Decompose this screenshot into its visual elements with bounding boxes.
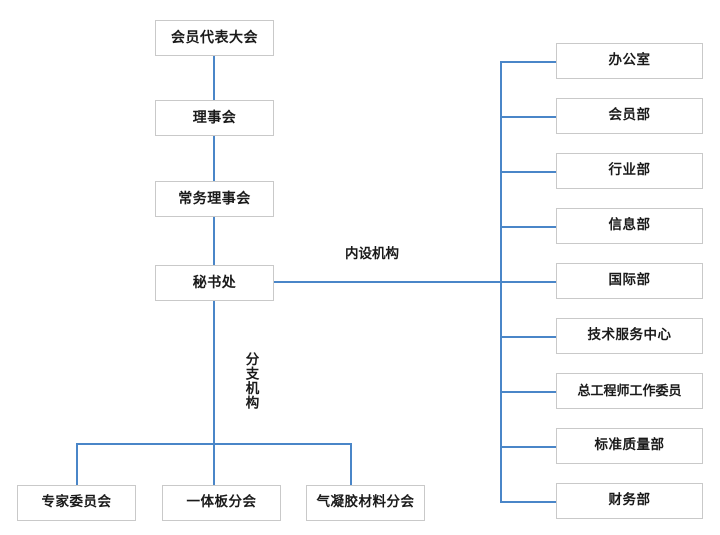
- connector-stub-finance: [500, 501, 556, 503]
- node-standing-council[interactable]: 常务理事会: [155, 181, 274, 217]
- connector-council-to-standing: [213, 136, 215, 182]
- connector-drop-expert-committee: [76, 443, 78, 485]
- node-membership[interactable]: 会员部: [556, 98, 703, 134]
- node-information-label: 信息部: [608, 217, 651, 234]
- connector-drop-aerogel-material-branch: [350, 443, 352, 485]
- node-standard-quality[interactable]: 标准质量部: [556, 428, 703, 464]
- branch-organizations-label: 分支机构: [242, 352, 259, 410]
- node-chief-engineer-committee[interactable]: 总工程师工作委员: [556, 373, 703, 409]
- connector-stub-tech-service-center: [500, 336, 556, 338]
- node-office[interactable]: 办公室: [556, 43, 703, 79]
- node-integrated-panel-branch-label: 一体板分会: [186, 494, 257, 511]
- node-expert-committee-label: 专家委员会: [41, 494, 112, 511]
- connector-stub-industry: [500, 171, 556, 173]
- node-secretariat-label: 秘书处: [192, 275, 237, 291]
- node-tech-service-center-label: 技术服务中心: [587, 327, 672, 344]
- node-tech-service-center[interactable]: 技术服务中心: [556, 318, 703, 354]
- node-expert-committee[interactable]: 专家委员会: [17, 485, 136, 521]
- node-office-label: 办公室: [608, 52, 651, 69]
- connector-standing-to-secretariat: [213, 217, 215, 265]
- connector-assembly-to-council: [213, 56, 215, 101]
- node-assembly[interactable]: 会员代表大会: [155, 20, 274, 56]
- connector-stub-information: [500, 226, 556, 228]
- connector-stub-membership: [500, 116, 556, 118]
- node-finance[interactable]: 财务部: [556, 483, 703, 519]
- node-aerogel-material-branch[interactable]: 气凝胶材料分会: [306, 485, 425, 521]
- connector-stub-international: [500, 281, 556, 283]
- node-standing-council-label: 常务理事会: [178, 191, 251, 207]
- node-membership-label: 会员部: [608, 107, 651, 124]
- node-chief-engineer-committee-label: 总工程师工作委员: [577, 383, 682, 399]
- node-secretariat[interactable]: 秘书处: [155, 265, 274, 301]
- node-information[interactable]: 信息部: [556, 208, 703, 244]
- node-finance-label: 财务部: [608, 492, 651, 509]
- connector-secretariat-to-branches: [213, 300, 215, 444]
- connector-secretariat-to-departments-trunk: [274, 281, 501, 283]
- connector-stub-office: [500, 61, 556, 63]
- node-industry-label: 行业部: [608, 162, 651, 179]
- connector-stub-chief-engineer-committee: [500, 391, 556, 393]
- node-assembly-label: 会员代表大会: [171, 30, 258, 46]
- node-council-label: 理事会: [192, 110, 237, 126]
- connector-drop-integrated-panel-branch: [213, 443, 215, 485]
- node-aerogel-material-branch-label: 气凝胶材料分会: [316, 494, 415, 511]
- node-standard-quality-label: 标准质量部: [594, 437, 665, 454]
- node-international[interactable]: 国际部: [556, 263, 703, 299]
- node-council[interactable]: 理事会: [155, 100, 274, 136]
- connector-stub-standard-quality: [500, 446, 556, 448]
- node-international-label: 国际部: [608, 272, 651, 289]
- internal-departments-label: 内设机构: [345, 246, 399, 262]
- node-integrated-panel-branch[interactable]: 一体板分会: [162, 485, 281, 521]
- node-industry[interactable]: 行业部: [556, 153, 703, 189]
